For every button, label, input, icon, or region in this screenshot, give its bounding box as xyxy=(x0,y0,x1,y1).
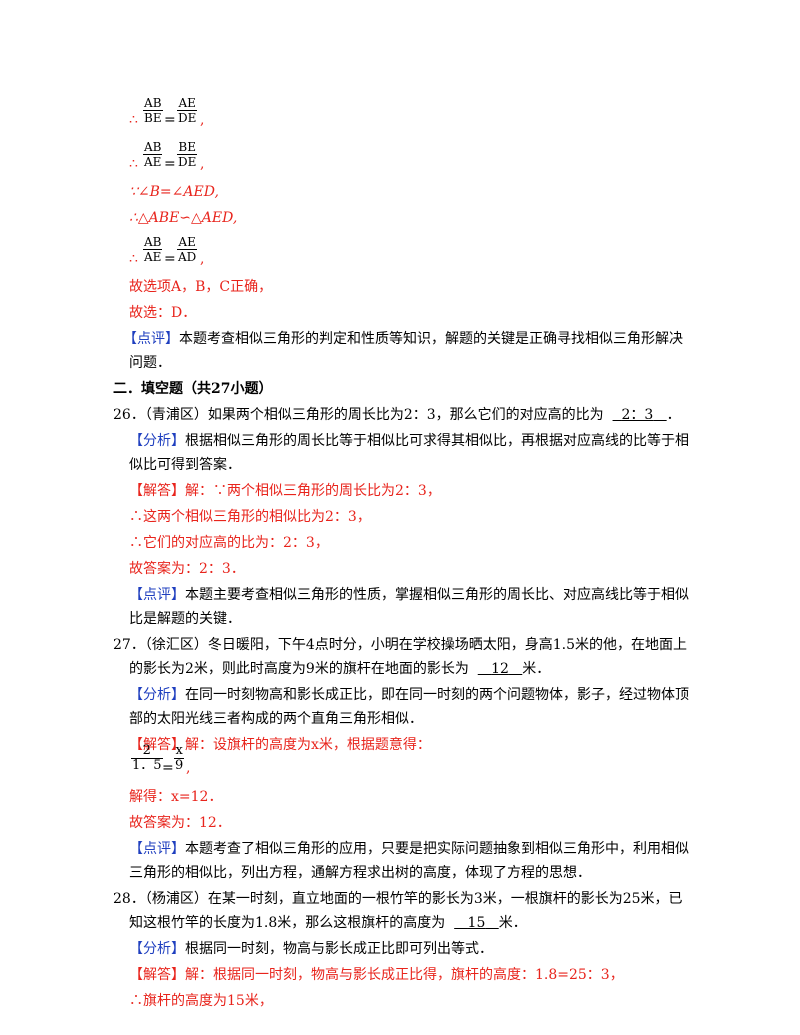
angle-equality-line: ∵∠B=∠AED, xyxy=(129,184,219,200)
section-title: 二．填空题（共27小题） xyxy=(113,381,273,397)
therefore-symbol: ∴ xyxy=(129,156,138,172)
equals-sign: = xyxy=(164,156,176,172)
comma: , xyxy=(200,112,205,128)
equals-sign: = xyxy=(164,112,176,128)
equals-sign: = xyxy=(162,760,174,776)
solution-line: ∴旗杆的高度为15米， xyxy=(129,993,273,1009)
therefore-symbol: ∴ xyxy=(129,251,138,267)
comment-paragraph: 【点评】本题考查相似三角形的判定和性质等知识，解题的关键是正确寻找相似三角形解决 xyxy=(123,331,683,347)
solve-line: 解得：x=12． xyxy=(129,789,223,805)
fraction-ab-be: AB BE xyxy=(143,96,163,125)
analysis-paragraph: 【分析】根据相似三角形的周长比等于相似比可求得其相似比，再根据对应高线的比等于相 xyxy=(129,433,689,449)
analysis-continuation: 似比可得到答案． xyxy=(129,457,241,473)
question-27-continuation: 的影长为2米，则此时高度为9米的旗杆在地面的影长为 12 米． xyxy=(129,661,551,677)
answer-line: 故答案为：2：3． xyxy=(129,561,245,577)
fraction-ab-ae: AB AE xyxy=(143,140,163,169)
comment-continuation: 比是解题的关键． xyxy=(129,611,241,627)
comment-continuation: 问题． xyxy=(129,355,171,371)
comma: , xyxy=(200,251,205,267)
similar-triangles-line: ∴△ABE∽△AED, xyxy=(129,210,238,226)
comment-paragraph: 【点评】本题考查了相似三角形的应用，只要是把实际问题抽象到相似三角形中，利用相似 xyxy=(129,841,689,857)
answer-line: 故答案为：12． xyxy=(129,815,231,831)
question-27: 27．（徐汇区）冬日暖阳，下午4点时分，小明在学校操场晒太阳，身高1.5米的他，… xyxy=(113,637,687,653)
solution-paragraph: 【解答】解：设旗杆的高度为x米，根据题意得： xyxy=(129,737,431,753)
analysis-continuation: 部的太阳光线三者构成的两个直角三角形相似． xyxy=(129,711,423,727)
analysis-paragraph: 【分析】根据同一时刻，物高与影长成正比即可列出等式． xyxy=(129,941,493,957)
choice-abc-line: 故选项A，B，C正确， xyxy=(129,279,273,295)
answer-blank: 15 xyxy=(467,915,486,931)
solution-paragraph: 【解答】解：根据同一时刻，物高与影长成正比得，旗杆的高度：1.8=25：3， xyxy=(129,967,624,983)
analysis-paragraph: 【分析】在同一时刻物高和影长成正比，即在同一时刻的两个问题物体，影子，经过物体顶 xyxy=(129,687,689,703)
fraction-ab-ae: AB AE xyxy=(143,235,163,264)
comment-paragraph: 【点评】本题主要考查相似三角形的性质，掌握相似三角形的周长比、对应高线比等于相似 xyxy=(129,587,689,603)
answer-blank: 12 xyxy=(491,661,509,677)
comma: , xyxy=(186,760,191,776)
solution-paragraph: 【解答】解：∵两个相似三角形的周长比为2：3， xyxy=(129,483,441,499)
comma: , xyxy=(200,156,205,172)
fraction-2-over-1.5: 2 1．5 xyxy=(131,743,163,773)
therefore-symbol: ∴ xyxy=(129,112,138,128)
solution-line: ∴它们的对应高的比为：2：3， xyxy=(129,535,329,551)
comment-continuation: 三角形的相似比，列出方程，通解方程求出树的高度，体现了方程的思想． xyxy=(129,865,591,881)
fraction-be-de: BE DE xyxy=(177,140,198,169)
question-26: 26．（青浦区）如果两个相似三角形的周长比为2：3，那么它们的对应高的比为 2：… xyxy=(113,407,681,423)
choice-d-line: 故选：D． xyxy=(129,305,197,321)
question-28-continuation: 知这根竹竿的长度为1.8米，那么这根旗杆的高度为 15 米． xyxy=(129,915,527,931)
fraction-ae-de: AE DE xyxy=(177,96,198,125)
question-28: 28．（杨浦区）在某一时刻，直立地面的一根竹竿的影长为3米，一根旗杆的影长为25… xyxy=(113,891,683,907)
equals-sign: = xyxy=(164,251,176,267)
fraction-ae-ad: AE AD xyxy=(177,235,198,264)
solution-line: ∴这两个相似三角形的相似比为2：3， xyxy=(129,509,371,525)
fraction-x-over-9: x 9 xyxy=(174,743,185,773)
answer-blank: 2：3 xyxy=(621,407,654,423)
